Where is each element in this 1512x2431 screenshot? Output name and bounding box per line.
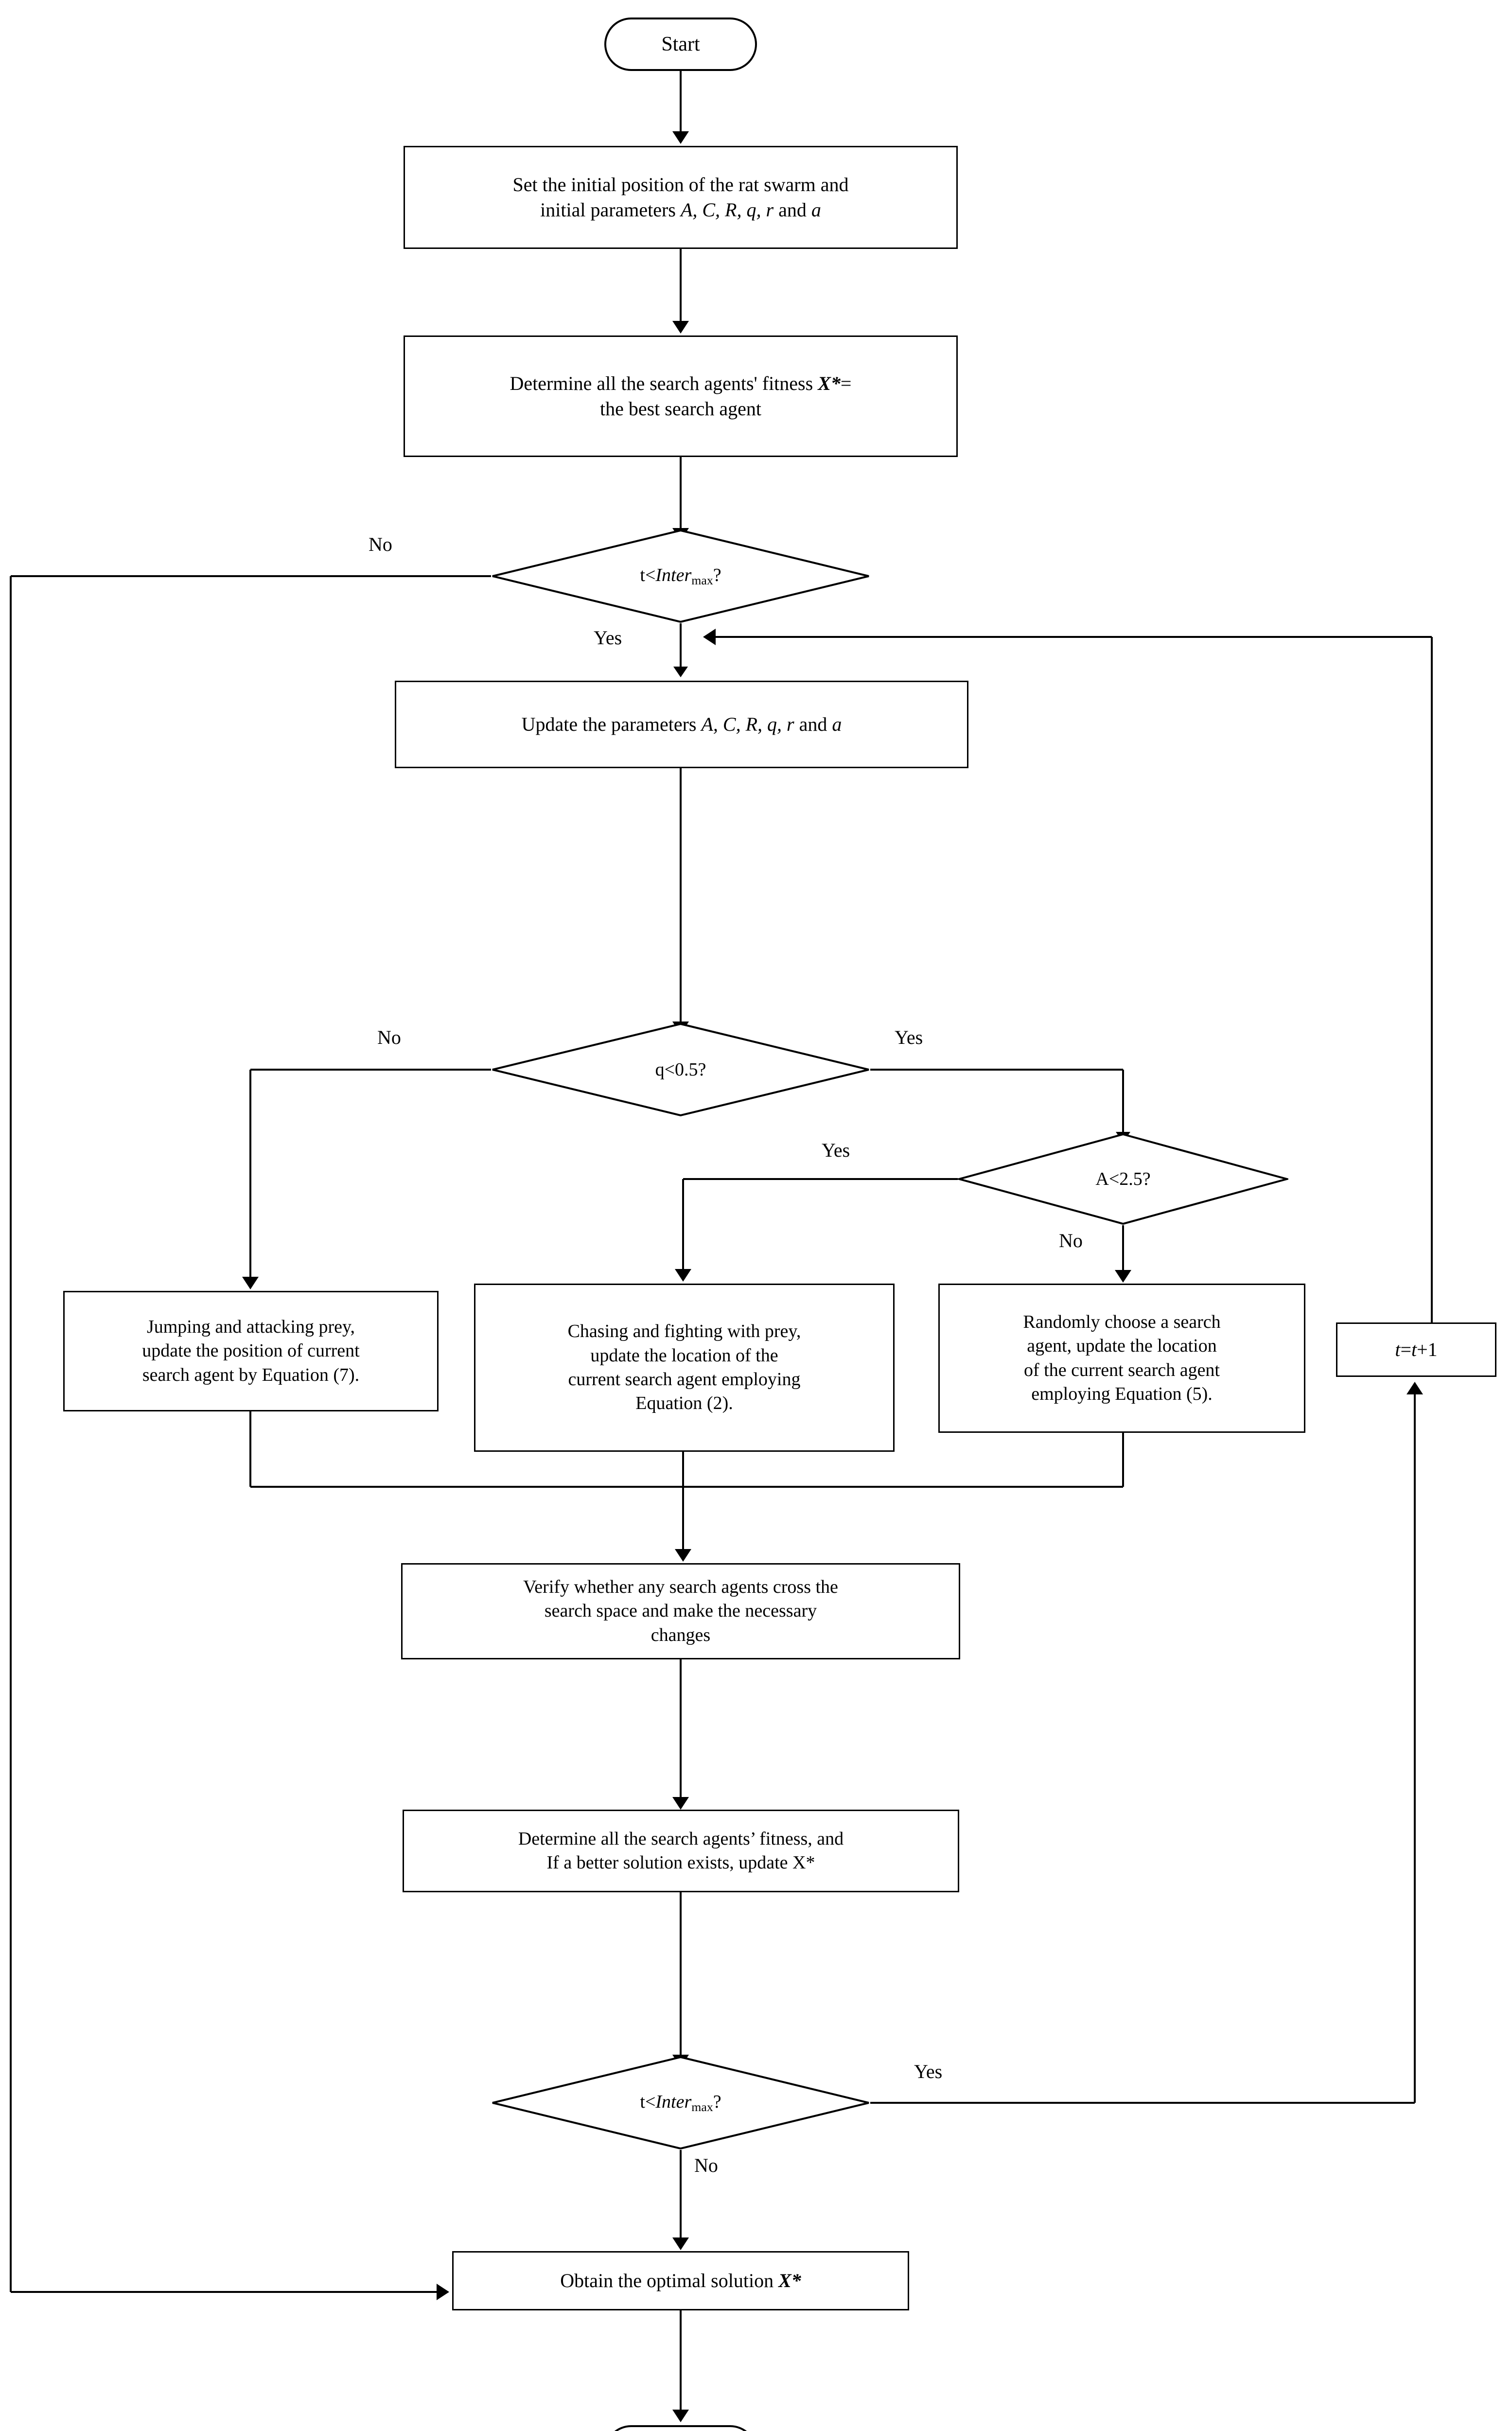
obtain-xstar: X* (778, 2270, 801, 2291)
randomly-line-3: of the current search agent (1023, 1359, 1220, 1380)
increment-t-left: t (1395, 1339, 1401, 1360)
update-params-pre: Update the parameters (521, 713, 702, 735)
chasing-line-4: Equation (2). (635, 1393, 733, 1414)
obtain-optimal-solution-text: Obtain the optimal solution X* (553, 2268, 808, 2293)
start-terminator[interactable]: Start (604, 18, 757, 71)
update-best-line-2: If a better solution exists, update X* (546, 1852, 815, 1873)
dit-var: Inter (655, 564, 692, 585)
decision-iteration-top-shape (492, 529, 869, 623)
decision-iteration-bottom-text: t<Intermax? (640, 2091, 721, 2114)
chasing-fighting-text: Chasing and fighting with prey, update t… (561, 1320, 808, 1416)
update-parameters-box[interactable]: Update the parameters A, C, R, q, r and … (395, 681, 968, 768)
increment-plus-one: +1 (1417, 1339, 1438, 1360)
decision-q-threshold[interactable]: q<0.5? (491, 1022, 870, 1117)
decision-iteration-top-text: t<Intermax? (640, 564, 721, 588)
verify-line-3: changes (651, 1624, 711, 1645)
edge-label-iter-top-yes: Yes (594, 627, 622, 649)
determine-fitness-equals: = (840, 372, 852, 394)
edge-label-iter-bottom-yes: Yes (914, 2061, 943, 2082)
set-init-line-2-pre: initial parameters (540, 199, 681, 221)
edge-label-a-yes: Yes (822, 1139, 850, 1161)
jumping-attacking-box[interactable]: Jumping and attacking prey, update the p… (63, 1291, 439, 1411)
verify-bounds-box[interactable]: Verify whether any search agents cross t… (401, 1563, 960, 1659)
increment-t-right: t (1411, 1339, 1417, 1360)
verify-line-1: Verify whether any search agents cross t… (523, 1576, 838, 1597)
increment-counter-text: t=t+1 (1388, 1337, 1444, 1362)
dib-sub: max (691, 2100, 713, 2114)
determine-fitness-xstar: X* (818, 372, 841, 394)
decision-iteration-bottom[interactable]: t<Intermax? (491, 2056, 870, 2150)
decision-a-text: A<2.5? (1095, 1169, 1151, 1189)
set-init-params: A, C, R, q, r (680, 199, 774, 221)
determine-fitness-box[interactable]: Determine all the search agents' fitness… (404, 335, 958, 457)
update-best-solution-text: Determine all the search agents’ fitness… (511, 1827, 850, 1875)
chasing-line-1: Chasing and fighting with prey, (567, 1321, 801, 1342)
decision-q-shape (492, 1022, 869, 1117)
verify-bounds-text: Verify whether any search agents cross t… (516, 1575, 845, 1647)
decision-a-shape (958, 1133, 1288, 1225)
dib-var: Inter (655, 2091, 692, 2112)
decision-a-threshold[interactable]: A<2.5? (958, 1133, 1288, 1225)
randomly-choose-box[interactable]: Randomly choose a search agent, update t… (938, 1284, 1305, 1433)
decision-q-text: q<0.5? (655, 1059, 706, 1080)
edge-label-q-yes: Yes (895, 1026, 923, 1048)
dit-sub: max (691, 573, 713, 588)
verify-line-2: search space and make the necessary (544, 1601, 817, 1621)
determine-fitness-line-1-pre: Determine all the search agents' fitness (510, 372, 818, 394)
dib-pre: t< (640, 2091, 656, 2112)
chasing-line-2: update the location of the (590, 1345, 778, 1366)
update-params-a: a (832, 713, 842, 735)
update-params-list: A, C, R, q, r (701, 713, 794, 735)
update-best-solution-box[interactable]: Determine all the search agents’ fitness… (403, 1810, 959, 1892)
edge-label-iter-bottom-no: No (694, 2154, 718, 2176)
set-init-line-1: Set the initial position of the rat swar… (512, 174, 849, 195)
dit-pre: t< (640, 564, 656, 585)
obtain-pre: Obtain the optimal solution (560, 2270, 779, 2291)
randomly-line-4: employing Equation (5). (1031, 1383, 1213, 1404)
update-best-line-1: Determine all the search agents’ fitness… (518, 1828, 844, 1849)
edge-label-iter-top-no: No (369, 533, 392, 555)
update-parameters-text: Update the parameters A, C, R, q, r and … (515, 712, 849, 737)
set-init-line-2-mid: and (774, 199, 811, 221)
edge-label-a-no: No (1059, 1230, 1083, 1251)
decision-iteration-top[interactable]: t<Intermax? (491, 529, 870, 623)
dib-post: ? (713, 2091, 721, 2112)
edge-label-q-no: No (377, 1026, 401, 1048)
jumping-line-2: update the position of current (142, 1340, 360, 1361)
determine-fitness-text: Determine all the search agents' fitness… (503, 371, 859, 422)
increment-equals: = (1400, 1339, 1411, 1360)
randomly-choose-text: Randomly choose a search agent, update t… (1016, 1310, 1227, 1407)
set-initial-position-box[interactable]: Set the initial position of the rat swar… (404, 146, 958, 249)
jumping-line-1: Jumping and attacking prey, (146, 1316, 355, 1337)
randomly-line-1: Randomly choose a search (1023, 1311, 1221, 1332)
chasing-fighting-box[interactable]: Chasing and fighting with prey, update t… (474, 1284, 895, 1452)
jumping-line-3: search agent by Equation (7). (142, 1364, 360, 1385)
set-init-param-a: a (811, 199, 821, 221)
set-initial-position-text: Set the initial position of the rat swar… (506, 172, 856, 223)
decision-iteration-bottom-shape (492, 2056, 869, 2150)
increment-counter-box[interactable]: t=t+1 (1336, 1322, 1496, 1377)
end-terminator[interactable]: End (604, 2425, 757, 2431)
randomly-line-2: agent, update the location (1027, 1336, 1217, 1356)
chasing-line-3: current search agent employing (568, 1369, 801, 1390)
jumping-attacking-text: Jumping and attacking prey, update the p… (135, 1315, 366, 1387)
obtain-optimal-solution-box[interactable]: Obtain the optimal solution X* (452, 2251, 909, 2310)
determine-fitness-line-2: the best search agent (599, 398, 762, 420)
update-params-mid: and (794, 713, 832, 735)
dit-post: ? (713, 564, 721, 585)
start-label: Start (661, 33, 700, 55)
